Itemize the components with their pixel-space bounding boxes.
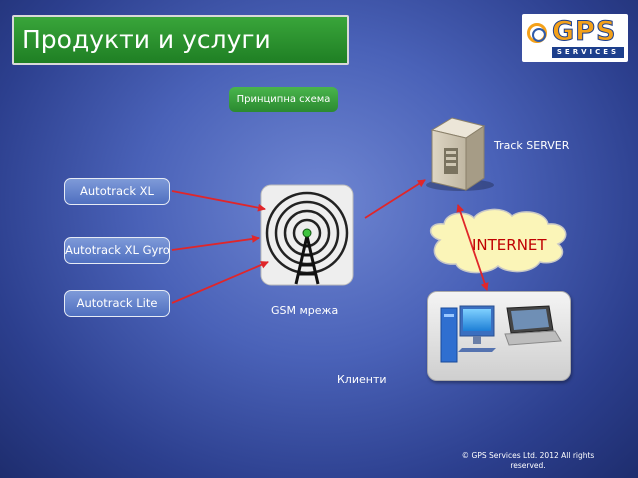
internet-label: INTERNET: [472, 236, 547, 254]
arrow-xl-to-gsm: [171, 190, 266, 212]
logo-sub: SERVICES: [552, 47, 624, 58]
arrow-gyro-to-gsm: [171, 234, 260, 251]
gps-services-logo: GPS SERVICES: [522, 14, 628, 62]
server-icon: [426, 117, 494, 191]
laptop-icon: [504, 305, 562, 346]
gsm-label: GSM мрежа: [271, 304, 339, 317]
device-autotrack-xl: Autotrack XL: [64, 178, 170, 205]
desktop-computer-icon: [440, 305, 496, 363]
logo-inner-ring-icon: [532, 28, 546, 42]
device-autotrack-lite: Autotrack Lite: [64, 290, 170, 317]
page-title: Продукти и услуги: [12, 15, 349, 65]
arrow-server-internet-clients: [456, 204, 489, 291]
scheme-badge: Принципна схема: [229, 87, 338, 112]
logo-brand: GPS: [551, 16, 617, 48]
arrow-lite-to-gsm: [171, 261, 269, 304]
copyright-note: © GPS Services Ltd. 2012 All rights rese…: [461, 451, 595, 470]
server-label: Track SERVER: [494, 139, 570, 152]
gsm-tower-icon: [260, 184, 354, 286]
arrow-gsm-to-server: [364, 179, 426, 219]
connection-arrows: [171, 179, 489, 304]
clients-label: Клиенти: [337, 373, 387, 386]
device-autotrack-xl-gyro: Autotrack XL Gyro: [64, 237, 170, 264]
